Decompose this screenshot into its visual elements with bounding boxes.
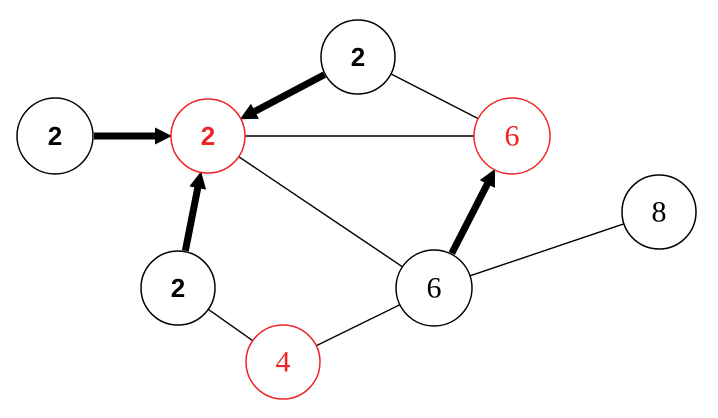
graph-node-8[interactable]: 8 [621,174,697,250]
graph-edge [238,156,403,268]
node-label: 8 [652,196,667,229]
node-circle[interactable] [621,174,697,250]
graph-edge [315,304,401,347]
node-circle[interactable] [170,98,246,174]
node-circle[interactable] [395,249,473,327]
graph-node-6-highlighted[interactable]: 6 [473,97,551,175]
graph-node-2[interactable]: 2 [320,19,396,95]
node-label: 6 [505,120,520,153]
node-circle[interactable] [473,97,551,175]
node-label: 6 [427,272,442,305]
node-circle[interactable] [140,250,216,326]
graph-edge [207,308,254,342]
graph-node-4-highlighted[interactable]: 4 [245,324,321,400]
node-label: 2 [48,121,62,151]
node-label: 4 [276,346,291,379]
graph-edge [469,223,625,277]
node-circle[interactable] [16,97,94,175]
node-label: 2 [171,273,185,303]
graph-node-2[interactable]: 2 [16,97,94,175]
graph-edge [390,73,479,120]
graph-edge-directed [448,168,496,255]
node-label: 2 [201,121,215,151]
node-circle[interactable] [320,19,396,95]
graph-edge-directed [181,171,207,252]
graph-node-2-highlighted[interactable]: 2 [170,98,246,174]
edges-layer [94,71,625,347]
graph-edge-directed [94,127,172,145]
nodes-layer: 2 2 2 6 2 6 4 8 [16,19,697,400]
graph-edge-directed [239,71,327,120]
graph-node-2[interactable]: 2 [140,250,216,326]
node-circle[interactable] [245,324,321,400]
graph-node-6[interactable]: 6 [395,249,473,327]
node-label: 2 [351,42,365,72]
